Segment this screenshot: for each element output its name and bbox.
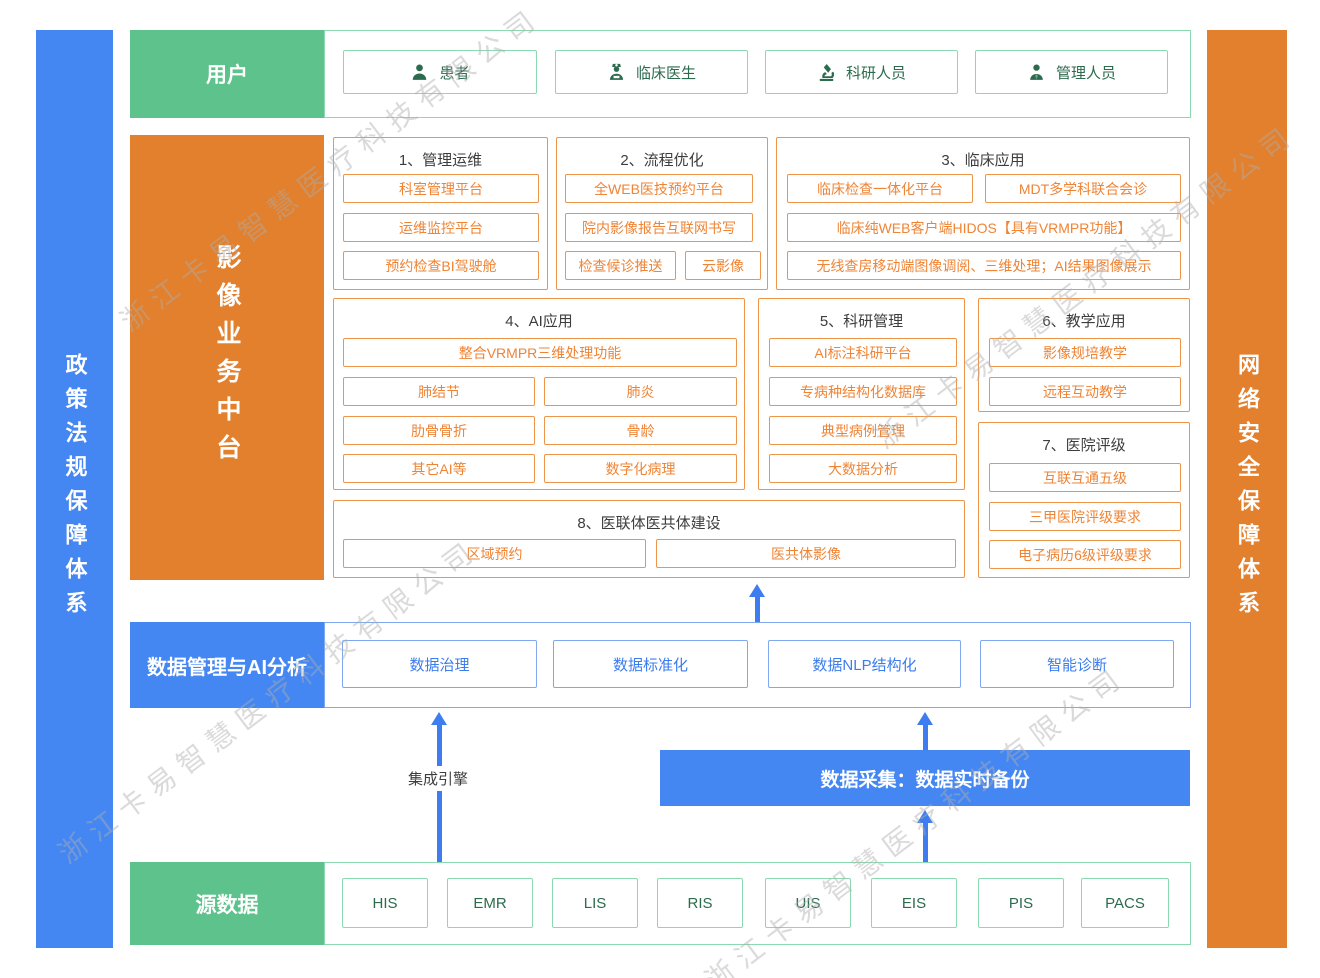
- module-box: 专病种结构化数据库: [769, 377, 957, 406]
- up-arrow: [917, 712, 933, 750]
- section-clinical-application: 3、临床应用 临床检查一体化平台 MDT多学科联合会诊 临床纯WEB客户端HID…: [776, 137, 1190, 290]
- module-box: 肺结节: [343, 377, 535, 406]
- section-title: 3、临床应用: [941, 152, 1025, 169]
- source-system-box: PACS: [1081, 878, 1169, 928]
- network-security-label: 网络安全保障体系: [1235, 353, 1260, 625]
- source-band-container: [324, 862, 1191, 945]
- section-process-optimization: 2、流程优化 全WEB医技预约平台 院内影像报告互联网书写 检查候诊推送 云影像: [556, 137, 768, 290]
- module-box: 全WEB医技预约平台: [565, 174, 753, 203]
- section-title: 5、科研管理: [819, 313, 904, 330]
- user-band-label: 用户: [130, 30, 324, 118]
- module-box: AI标注科研平台: [769, 338, 957, 367]
- imaging-platform-label-block: 影像业务中台: [130, 135, 324, 580]
- user-box-researcher: 科研人员: [765, 50, 958, 94]
- module-box: 其它AI等: [343, 454, 535, 483]
- data-mgmt-box: 智能诊断: [980, 640, 1174, 688]
- module-box: 科室管理平台: [343, 174, 539, 203]
- source-system-box: LIS: [552, 878, 638, 928]
- section-medical-alliance: 8、医联体医共体建设 区域预约 医共体影像: [333, 500, 965, 578]
- module-box: 云影像: [685, 251, 761, 280]
- user-box-label: 患者: [439, 64, 470, 82]
- module-box: 区域预约: [343, 539, 646, 568]
- data-mgmt-box: 数据治理: [342, 640, 537, 688]
- module-box: 典型病例管理: [769, 416, 957, 445]
- module-box: 预约检查BI驾驶舱: [343, 251, 539, 280]
- clinician-icon: [609, 63, 624, 80]
- module-box: 整合VRMPR三维处理功能: [343, 338, 737, 367]
- up-arrow: [917, 810, 933, 862]
- section-hospital-rating: 7、医院评级 互联互通五级 三甲医院评级要求 电子病历6级评级要求: [978, 422, 1190, 578]
- module-box: 互联互通五级: [989, 463, 1181, 492]
- source-system-box: UIS: [765, 878, 851, 928]
- patient-icon: [413, 63, 427, 80]
- section-management-ops: 1、管理运维 科室管理平台 运维监控平台 预约检查BI驾驶舱: [333, 137, 548, 290]
- network-security-pillar: 网络安全保障体系: [1207, 30, 1287, 948]
- data-mgmt-box: 数据标准化: [553, 640, 748, 688]
- section-title: 8、医联体医共体建设: [577, 515, 721, 532]
- admin-icon: [1030, 63, 1043, 80]
- module-box: 医共体影像: [656, 539, 956, 568]
- module-box: 三甲医院评级要求: [989, 502, 1181, 531]
- module-box: 肋骨骨折: [343, 416, 535, 445]
- module-box: 远程互动教学: [989, 377, 1181, 406]
- source-system-box: PIS: [978, 878, 1064, 928]
- data-mgmt-container: [324, 622, 1191, 708]
- policy-regulation-pillar: 政策法规保障体系: [36, 30, 113, 948]
- module-box: 数字化病理: [544, 454, 737, 483]
- module-box: 大数据分析: [769, 454, 957, 483]
- up-arrow: [749, 584, 765, 622]
- user-box-clinician: 临床医生: [555, 50, 748, 94]
- module-box: 肺炎: [544, 377, 737, 406]
- module-box: 临床纯WEB客户端HIDOS【具有VRMPR功能】: [787, 213, 1181, 242]
- user-box-label: 科研人员: [845, 64, 906, 82]
- source-band-label: 源数据: [130, 862, 324, 945]
- module-box: MDT多学科联合会诊: [985, 174, 1181, 203]
- user-box-patient: 患者: [343, 50, 537, 94]
- section-title: 1、管理运维: [398, 152, 483, 169]
- source-system-box: HIS: [342, 878, 428, 928]
- researcher-icon: [819, 63, 835, 81]
- user-box-label: 临床医生: [635, 64, 696, 82]
- user-band-container: [324, 30, 1191, 118]
- user-box-label: 管理人员: [1055, 64, 1116, 82]
- source-system-box: EIS: [871, 878, 957, 928]
- section-research-management: 5、科研管理 AI标注科研平台 专病种结构化数据库 典型病例管理 大数据分析: [758, 298, 965, 490]
- integration-engine-label: 集成引擎: [402, 766, 475, 791]
- module-box: 骨龄: [544, 416, 737, 445]
- section-title: 4、AI应用: [505, 313, 573, 330]
- module-box: 院内影像报告互联网书写: [565, 213, 753, 242]
- section-ai-application: 4、AI应用 整合VRMPR三维处理功能 肺结节 肺炎 肋骨骨折 骨龄 其它AI…: [333, 298, 745, 490]
- module-box: 临床检查一体化平台: [787, 174, 973, 203]
- section-teaching-application: 6、教学应用 影像规培教学 远程互动教学: [978, 298, 1190, 412]
- source-system-box: EMR: [447, 878, 533, 928]
- source-system-box: RIS: [657, 878, 743, 928]
- section-title: 2、流程优化: [620, 152, 704, 169]
- integration-engine-arrow: [431, 712, 447, 862]
- data-mgmt-band-label: 数据管理与AI分析: [130, 622, 324, 708]
- data-collection-block: 数据采集：数据实时备份: [660, 750, 1190, 806]
- policy-regulation-label: 政策法规保障体系: [62, 353, 88, 625]
- user-box-admin: 管理人员: [975, 50, 1168, 94]
- module-box: 无线查房移动端图像调阅、三维处理；AI结果图像展示: [787, 251, 1181, 280]
- module-box: 检查候诊推送: [565, 251, 676, 280]
- module-box: 电子病历6级评级要求: [989, 540, 1181, 569]
- section-title: 7、医院评级: [1042, 437, 1126, 454]
- imaging-platform-label: 影像业务中台: [213, 243, 241, 472]
- module-box: 影像规培教学: [989, 338, 1181, 367]
- section-title: 6、教学应用: [1042, 313, 1126, 330]
- module-box: 运维监控平台: [343, 213, 539, 242]
- data-mgmt-box: 数据NLP结构化: [768, 640, 961, 688]
